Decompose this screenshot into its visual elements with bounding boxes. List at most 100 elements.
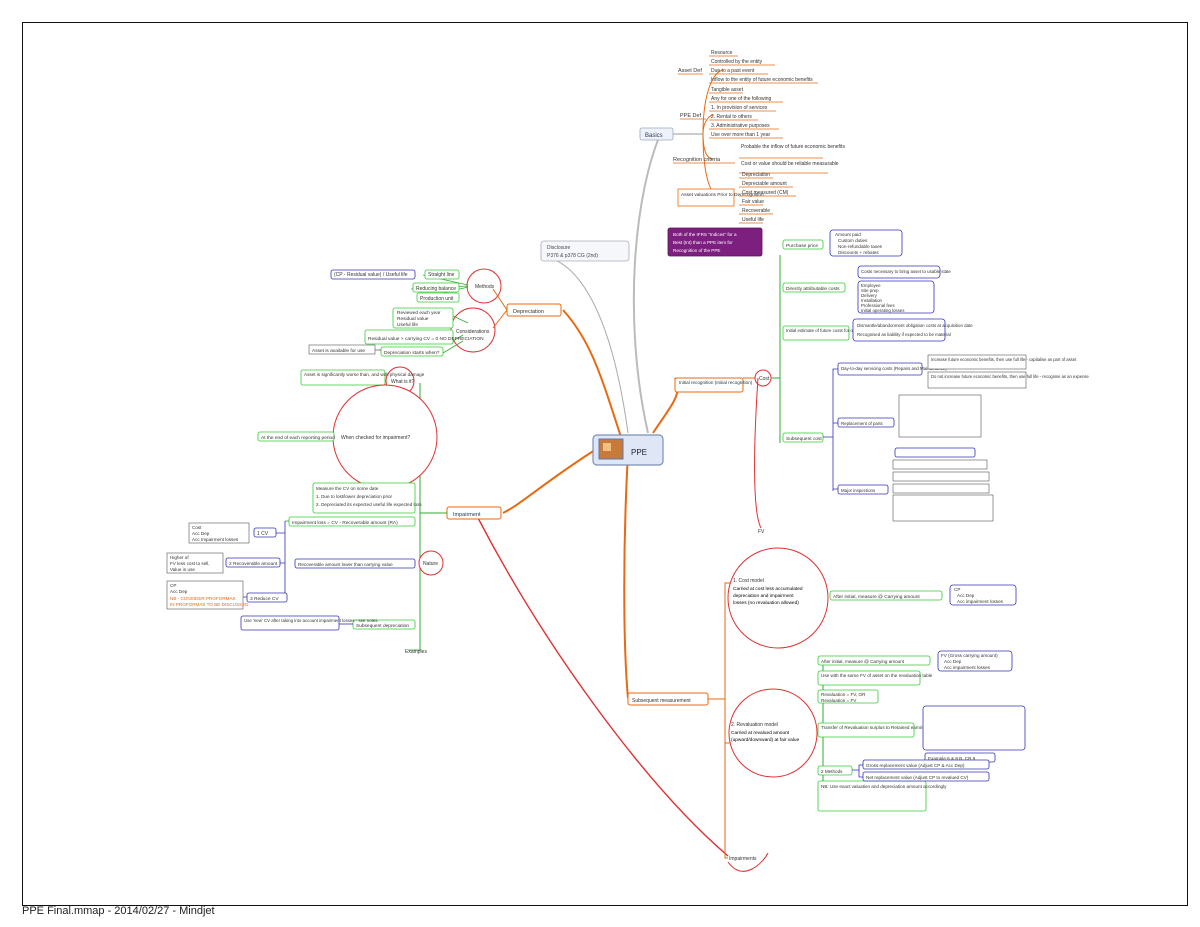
recognition-item: Probable the inflow of future economic b… <box>741 144 845 150</box>
directly-attributable-text: Delivery <box>861 293 878 298</box>
subsequent-item-node[interactable] <box>837 417 895 428</box>
ppe-def-item: 3. Administrative purposes <box>711 123 770 129</box>
ppe-def-item: 2. Rental to others <box>711 114 752 120</box>
purchase-price-node[interactable] <box>782 239 824 250</box>
considerations-items: Reviewed each year Residual value Useful… <box>308 307 484 357</box>
method-node[interactable] <box>416 292 460 303</box>
recoverable-note-node[interactable] <box>294 558 416 569</box>
recognition-items: Probable the inflow of future economic b… <box>739 144 845 174</box>
subsequent-dep-node[interactable] <box>352 619 416 630</box>
nature-item: 1. Due to lost/lower depreciation prior <box>316 494 393 499</box>
asset-valuation-item: Cost measured (CM) <box>742 190 789 196</box>
what-is-it-text: Asset is significantly worse than, and w… <box>304 372 425 377</box>
asset-def-item: Due to a past event <box>711 68 755 74</box>
consideration-node[interactable] <box>392 307 454 329</box>
asset-valuation-item: Recoverable <box>742 208 770 214</box>
initial-label: Initial recognition (Initial recognition… <box>679 380 753 385</box>
asset-valuation-item: Depreciable amount <box>742 181 787 187</box>
subsequent-dep-note <box>240 615 340 631</box>
ppe-def-item: Use over more than 1 year <box>711 132 771 138</box>
central-label: PPE <box>631 448 647 457</box>
cost-model-item: Acc impairment losses <box>957 599 1004 604</box>
what-is-it-note <box>300 369 386 386</box>
directly-attributable-text: Installation <box>861 298 883 303</box>
subsequent-note-text: Increase future economic benefits, then … <box>931 357 1077 362</box>
purple-line: Best (Int) than a PPE item for <box>673 240 733 245</box>
directly-attributable-text: Costs necessary to bring asset to usable… <box>861 269 951 274</box>
revaluation-method-node[interactable] <box>862 759 990 770</box>
revaluation-method-node[interactable] <box>862 771 990 782</box>
revaluation-item: After initial, measure @ Carrying amount <box>821 659 905 664</box>
cost-model-items <box>949 584 1017 606</box>
reduce-note <box>166 580 244 610</box>
asset-def-items: Resource Controlled by the entity Due to… <box>709 50 818 84</box>
subsequent-measurement-label: Subsequent measurement <box>632 698 691 704</box>
recognition-item: Cost or value should be reliable measura… <box>741 161 839 167</box>
cost-model-item: Acc Dep <box>957 593 975 598</box>
revaluation-surplus-note <box>922 705 1026 751</box>
asset-def-item: Resource <box>711 50 733 56</box>
mindmap-canvas: Basics Asset Def Resource Controlled by … <box>22 22 1188 906</box>
cv-label: 1 CV <box>257 531 269 537</box>
central-node[interactable]: PPE <box>592 434 664 466</box>
replacement-notes <box>898 394 982 438</box>
revaluation-node[interactable] <box>817 765 853 776</box>
cv-item: Cost <box>192 525 202 530</box>
revaluation-node[interactable] <box>817 655 931 666</box>
cost-label: Cost <box>759 376 770 382</box>
revaluation-fv-items <box>937 650 1013 672</box>
cost-model-initial: After initial, measure @ Carrying amount <box>833 594 920 600</box>
consideration-node[interactable] <box>364 329 454 345</box>
revaluation-method: Gross replacement value (Adjust CP & Acc… <box>866 763 965 768</box>
initial-estimate-node[interactable] <box>782 325 850 341</box>
directly-attributable-text: Initial operating losses <box>861 308 905 313</box>
recoverable-item: Higher of <box>170 555 189 560</box>
fv-label: FV <box>758 529 765 535</box>
disclosure-line: Disclosure <box>547 245 571 251</box>
impairment-loss-node[interactable] <box>288 516 416 527</box>
consideration-node[interactable] <box>380 346 444 357</box>
impairment-branch: Impairment What is it? Asset is signific… <box>166 366 502 655</box>
recoverable-item: Value in use <box>170 567 195 572</box>
reduce-item: CP <box>170 583 176 588</box>
directly-attributable-text: Employee <box>861 283 881 288</box>
revaluation-example: Example 6 & 8 B, CR 9 <box>928 756 976 761</box>
reduce-node[interactable] <box>246 592 288 603</box>
cv-note <box>188 522 250 544</box>
cost-model-desc: losses (no revaluation allowed) <box>733 600 799 606</box>
asset-def-item: Controlled by the entity <box>711 59 763 65</box>
revaluation-node[interactable] <box>817 670 921 686</box>
examples-label: Examples <box>405 649 427 655</box>
purchase-price-label: Purchase price <box>786 243 818 249</box>
subsequent-item-node[interactable] <box>837 362 923 376</box>
method-node[interactable] <box>424 269 460 280</box>
asset-valuation-item: Useful life <box>742 217 764 223</box>
depreciation-branch: Depreciation Methods Considerations Stra… <box>308 268 562 357</box>
recoverable-node[interactable] <box>225 557 281 568</box>
basics-node[interactable] <box>639 127 674 141</box>
ppe-def-items: Tangible asset Any for one of the follow… <box>709 87 783 139</box>
reduce-item: NB - CONSIDER PROFORMAS <box>170 596 236 601</box>
directly-attributable-node[interactable] <box>782 282 846 293</box>
cost-model-initial-node[interactable] <box>829 590 943 601</box>
asset-valuations-node[interactable] <box>677 188 735 207</box>
revaluation-method: Net replacement value (Adjust CP to reva… <box>866 775 969 780</box>
impairment-loss-text: Impairment loss = CV - Recoverable amoun… <box>292 520 398 526</box>
subsequent-item-node[interactable] <box>837 484 889 495</box>
consideration-item: Useful life <box>397 322 418 328</box>
method-item: Reducing balance <box>416 286 456 292</box>
directly-attributable-item <box>857 265 941 279</box>
revaluation-node[interactable] <box>817 722 915 738</box>
method-node[interactable] <box>412 282 460 293</box>
purple-line: Recognition of the PPE <box>673 248 721 253</box>
reduce-item: Acc Dep <box>170 589 188 594</box>
initial-node[interactable] <box>674 377 744 393</box>
method-formula <box>330 269 416 280</box>
subsequent-note <box>927 354 1027 370</box>
cv-node[interactable] <box>253 527 277 538</box>
cost-model-label: 1. Cost model <box>733 578 764 584</box>
ppe-def-item: Tangible asset <box>711 87 744 93</box>
subsequent-cost-node[interactable] <box>782 432 824 443</box>
consideration-item: Reviewed each year <box>397 310 441 316</box>
revaluation-node[interactable] <box>817 689 879 704</box>
